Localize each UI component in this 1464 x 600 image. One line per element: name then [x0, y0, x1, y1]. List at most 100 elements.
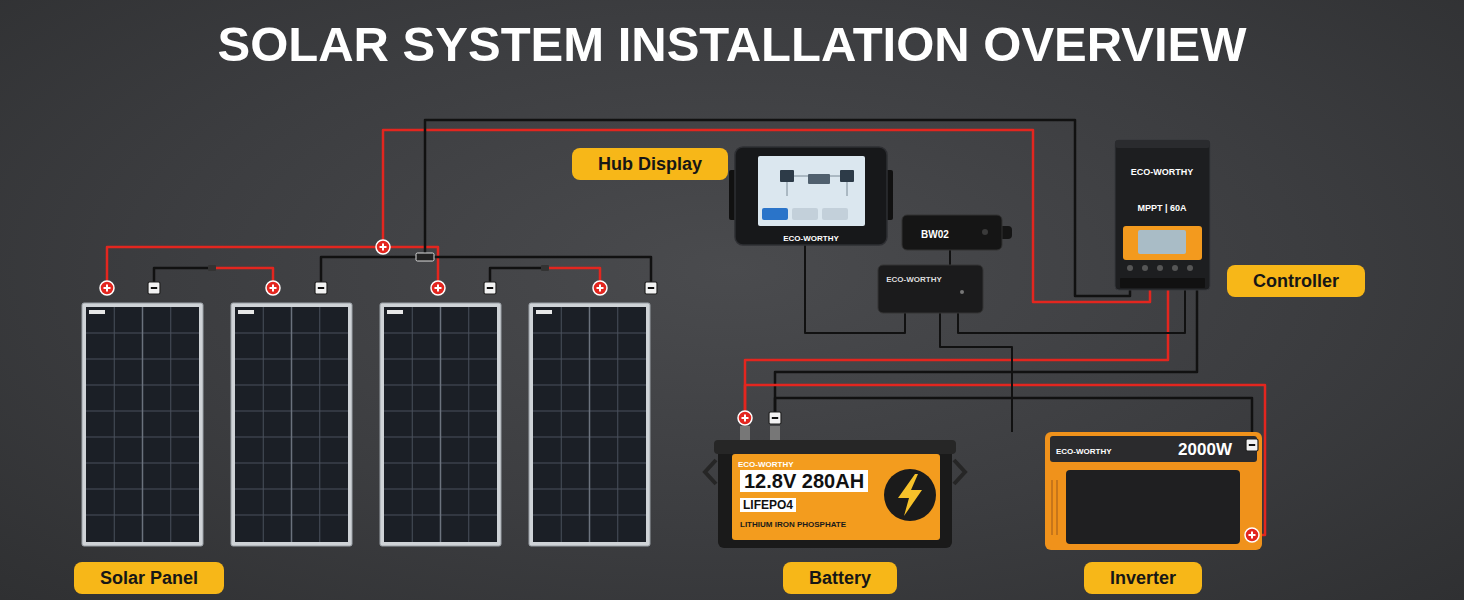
- tag-text: Solar Panel: [100, 568, 198, 588]
- chemistry-label-holder: LIFEPO4: [740, 496, 796, 512]
- solar-panel: [231, 303, 352, 546]
- series-connector: [541, 265, 549, 271]
- pv-positive-main-wire: [383, 130, 1150, 302]
- series-link-positive: [212, 268, 273, 288]
- series-link-negative: [154, 268, 212, 288]
- battery-post: [770, 426, 780, 442]
- hub-display-device: [729, 147, 893, 245]
- display-housing: [735, 147, 887, 245]
- pv-negative-main-wire: [425, 120, 1130, 296]
- chemistry-label: LIFEPO4: [740, 498, 796, 512]
- panel-positive: [593, 281, 607, 295]
- panel-positive: [431, 281, 445, 295]
- lightning-bolt: [898, 474, 922, 516]
- controller-button: [1142, 265, 1148, 271]
- tag-text: Battery: [809, 568, 871, 588]
- capacity-label: 12.8V 280AH: [740, 470, 868, 492]
- brand-label: ECO-WORTHY: [1131, 168, 1194, 177]
- component-tag: Hub Display: [572, 148, 728, 180]
- panel-wiring: [107, 120, 1150, 302]
- brand-label-holder: ECO-WORTHY: [783, 228, 839, 244]
- component-tag: Inverter: [1084, 562, 1202, 594]
- inverter-top-strip: [1050, 436, 1257, 462]
- rating-label-holder: MPPT | 60A: [1137, 198, 1186, 214]
- tag-text: Controller: [1253, 271, 1339, 291]
- parallel-negative-wire: [321, 257, 425, 288]
- brand-label: ECO-WORTHY: [1056, 448, 1112, 456]
- brand-label-holder: ECO-WORTHY: [1056, 441, 1112, 457]
- series-link-negative: [490, 268, 545, 288]
- module-button: [982, 229, 988, 235]
- component-tag: Controller: [1227, 265, 1365, 297]
- screen-tab: [822, 208, 848, 220]
- display-screen: [758, 156, 865, 226]
- screen-tab: [792, 208, 818, 220]
- hub-box-device: [878, 265, 983, 313]
- component-tag: Battery: [783, 562, 897, 594]
- series-connector: [208, 265, 216, 271]
- junction-positive: [376, 240, 390, 254]
- controller-housing: [1115, 140, 1210, 290]
- inverter-vents: [1052, 480, 1057, 535]
- bluetooth-hub-cable: [949, 250, 951, 265]
- parallel-negative-wire: [425, 257, 651, 288]
- controller-button: [1127, 265, 1133, 271]
- power-label: 2000W: [1178, 441, 1232, 458]
- hub-controller-cable: [958, 290, 1185, 333]
- brand-label-holder: ECO-WORTHY: [886, 269, 942, 285]
- screen-tab: [762, 208, 788, 220]
- tag-text: Hub Display: [598, 154, 702, 174]
- charge-controller-device: [1115, 140, 1210, 290]
- model-label: BW02: [921, 230, 949, 240]
- screen-icon: [808, 174, 830, 184]
- controller-terminal-strip: [1120, 278, 1205, 288]
- battery-post: [740, 426, 750, 442]
- controller-button: [1172, 265, 1178, 271]
- tag-text: Inverter: [1110, 568, 1176, 588]
- hub-led: [960, 290, 964, 294]
- inverter-face: [1066, 470, 1240, 544]
- screen-icon: [840, 170, 854, 182]
- hub-inverter-cable: [940, 313, 1012, 432]
- battery-case: [718, 446, 952, 548]
- power-label-holder: 2000W: [1178, 441, 1232, 458]
- screen-flow-lines: [787, 176, 847, 196]
- brand-label: ECO-WORTHY: [783, 235, 839, 243]
- battery-negative: [769, 412, 781, 424]
- hub-housing: [878, 265, 983, 313]
- capacity-label-holder: 12.8V 280AH: [740, 470, 868, 492]
- title-bar: SOLAR SYSTEM INSTALLATION OVERVIEW: [0, 14, 1464, 86]
- battery-lid: [714, 440, 956, 454]
- inverter-positive: [1245, 528, 1259, 542]
- panel-negative: [484, 282, 496, 294]
- panel-negative: [315, 282, 327, 294]
- brand-label-holder: ECO-WORTHY: [738, 454, 794, 470]
- panel-negative: [645, 282, 657, 294]
- battery-device: [705, 426, 965, 548]
- battery-positive: [738, 411, 752, 425]
- lightning-badge: [884, 469, 936, 521]
- brand-label-holder: ECO-WORTHY: [1131, 162, 1194, 178]
- panel-negative: [148, 282, 160, 294]
- screen-icon: [780, 170, 794, 182]
- junction-negative: [416, 253, 434, 261]
- bluetooth-module: [902, 215, 1012, 250]
- inverter-device: [1045, 432, 1262, 550]
- panel-positive: [100, 281, 114, 295]
- brand-label: ECO-WORTHY: [886, 276, 942, 284]
- chemistry-note: LITHIUM IRON PHOSPHATE: [740, 521, 846, 529]
- solar-panel: [529, 303, 650, 546]
- inverter-negative: [1246, 439, 1258, 451]
- series-link-positive: [545, 268, 600, 288]
- controller-button: [1157, 265, 1163, 271]
- module-body: [902, 215, 1002, 250]
- brand-label: ECO-WORTHY: [738, 461, 794, 469]
- parallel-positive-wire: [383, 247, 438, 288]
- controller-button: [1187, 265, 1193, 271]
- controller-battery-negative: [775, 290, 1197, 412]
- controller-lip: [1115, 140, 1210, 148]
- chemistry-note-holder: LITHIUM IRON PHOSPHATE: [740, 514, 846, 530]
